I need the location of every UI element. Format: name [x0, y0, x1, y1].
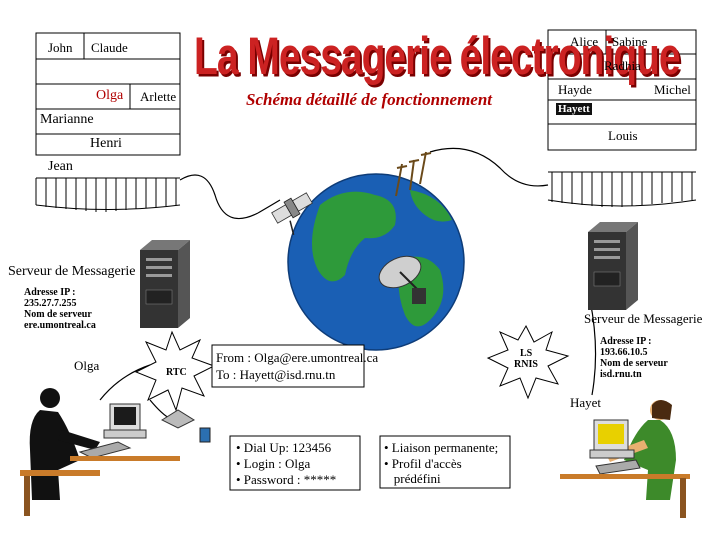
- permanent-line-2: • Profil d'accès: [384, 456, 462, 471]
- right-server-label: Serveur de Messagerie: [584, 311, 703, 326]
- left-server-label: Serveur de Messagerie: [8, 264, 136, 279]
- left-user-list: [35, 32, 181, 179]
- page-title: La Messagerie électronique: [194, 28, 681, 87]
- left-server-name-label: Nom de serveur: [24, 309, 92, 320]
- user-radhia: Radhia: [604, 58, 641, 73]
- message-to: To : Hayett@isd.rnu.tn: [216, 367, 336, 382]
- user-olga: Olga: [96, 88, 124, 103]
- left-server-ip: 235.27.7.255: [24, 298, 77, 309]
- permanent-link-box: [379, 435, 511, 489]
- dialup-box: [229, 435, 361, 491]
- rtc-burst: [134, 330, 216, 412]
- right-server-ip: 193.66.10.5: [600, 347, 648, 358]
- satellite-dish-icon: [378, 255, 426, 304]
- left-list-fringe: [35, 178, 181, 212]
- user-jean: Jean: [48, 159, 73, 174]
- receiver-name: Hayet: [570, 395, 602, 410]
- user-henri: Henri: [90, 136, 122, 151]
- left-user-workstation: [20, 388, 180, 516]
- right-list-fringe: [547, 172, 697, 207]
- dialup-line-1: • Dial Up: 123456: [236, 440, 332, 455]
- right-server-name: isd.rnu.tn: [600, 369, 642, 380]
- page-subtitle: Schéma détaillé de fonctionnement: [246, 90, 493, 109]
- right-server-ip-label: Adresse IP :: [600, 336, 652, 347]
- permanent-line-3: prédéfini: [384, 471, 441, 486]
- dialup-line-3: • Password : *****: [236, 472, 337, 487]
- user-sabine: Sabine: [612, 34, 648, 49]
- left-server-name: ere.umontreal.ca: [24, 320, 96, 331]
- right-server-name-label: Nom de serveur: [600, 358, 668, 369]
- right-user-workstation: [560, 400, 690, 518]
- ls-rnis-burst: [486, 324, 570, 400]
- user-louis: Louis: [608, 128, 638, 143]
- user-arlette: Arlette: [140, 89, 177, 104]
- globe-icon: [287, 173, 465, 351]
- modem-icon: [160, 409, 211, 443]
- message-from: From : Olga@ere.umontreal.ca: [216, 350, 379, 365]
- user-john: John: [48, 40, 73, 55]
- user-hayett: Hayett: [556, 103, 592, 115]
- sender-name: Olga: [74, 358, 100, 373]
- message-box: [211, 344, 365, 388]
- permanent-line-1: • Liaison permanente;: [384, 440, 499, 455]
- ls-label: LS: [520, 348, 533, 359]
- rnis-label: RNIS: [514, 359, 538, 370]
- satellite-icon: [271, 192, 313, 235]
- user-claude: Claude: [91, 40, 128, 55]
- rtc-label: RTC: [166, 367, 187, 378]
- user-alice: Alice: [570, 34, 599, 49]
- user-michel: Michel: [654, 82, 691, 97]
- right-server-icon: [588, 222, 638, 310]
- user-marianne: Marianne: [40, 112, 94, 127]
- dialup-line-2: • Login : Olga: [236, 456, 311, 471]
- left-server-ip-label: Adresse IP :: [24, 287, 76, 298]
- left-server-icon: [140, 240, 190, 328]
- user-hayde: Hayde: [558, 82, 592, 97]
- antenna-icon: [395, 151, 432, 197]
